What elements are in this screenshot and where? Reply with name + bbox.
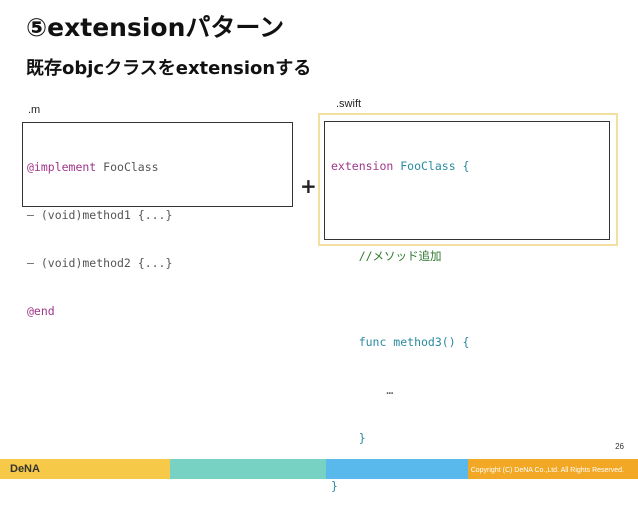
swift-line-close-ext: } <box>331 479 338 493</box>
slide-title: ⑤extensionパターン <box>26 13 285 42</box>
objc-keyword-implement: @implement <box>27 160 97 174</box>
objc-line-method2: – (void)method2 {...} <box>27 256 173 270</box>
footer-bar <box>0 459 638 479</box>
objc-class-name: FooClass <box>96 160 159 174</box>
swift-highlight-frame <box>318 113 618 246</box>
swift-line-comment: //メソッド追加 <box>331 249 442 263</box>
swift-code-box: extension FooClass { //メソッド追加 func metho… <box>324 121 610 493</box>
page-number: 26 <box>615 442 624 451</box>
copyright-text: Copyright (C) DeNA Co.,Ltd. All Rights R… <box>470 467 624 474</box>
footer-segment-sky <box>326 459 468 479</box>
footer-segment-mint <box>170 459 326 479</box>
footer-segment-yellow <box>0 459 170 479</box>
swift-file-label: .swift <box>336 98 362 110</box>
objc-code-box: @implement FooClass – (void)method1 {...… <box>22 122 293 318</box>
swift-line-func: func method3() { <box>331 335 470 349</box>
objc-line-end: @end <box>27 304 55 318</box>
slide-subtitle: 既存objcクラスをextensionする <box>26 58 312 79</box>
footer-segment-amber <box>468 459 638 479</box>
swift-line-extension: extension FooClass { <box>331 158 609 174</box>
objc-file-label: .m <box>28 104 41 116</box>
objc-line-implement: @implement FooClass <box>27 159 292 175</box>
plus-operator: + <box>300 174 317 198</box>
swift-class-name: FooClass { <box>393 159 470 173</box>
swift-line-ellipsis: … <box>331 383 394 397</box>
swift-keyword-extension: extension <box>331 159 394 173</box>
objc-line-method1: – (void)method1 {...} <box>27 208 173 222</box>
dena-logo: DeNA <box>10 463 40 475</box>
swift-line-close-func: } <box>331 431 366 445</box>
